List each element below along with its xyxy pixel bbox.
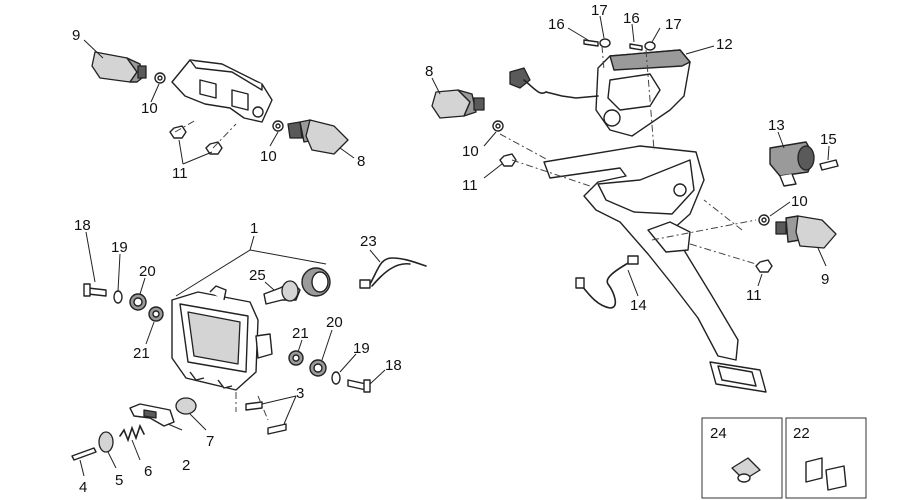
rear-indicator-right bbox=[775, 215, 837, 249]
label-2: 2 bbox=[182, 457, 190, 474]
washer-17b bbox=[644, 41, 656, 51]
label-17: 17 bbox=[665, 16, 682, 33]
spacer-21b bbox=[288, 350, 304, 366]
label-11: 11 bbox=[172, 165, 188, 182]
screw-15 bbox=[819, 159, 839, 171]
bulb-cap bbox=[301, 267, 331, 297]
label-18: 18 bbox=[385, 357, 402, 374]
front-indicator-right bbox=[287, 119, 349, 155]
license-light-13 bbox=[769, 141, 815, 187]
label-9: 9 bbox=[72, 27, 80, 44]
label-3: 3 bbox=[296, 385, 304, 402]
label-16: 16 bbox=[623, 10, 640, 27]
label-10: 10 bbox=[141, 100, 158, 117]
washer-19a bbox=[113, 290, 123, 304]
label-14: 14 bbox=[630, 297, 647, 314]
washer-10a bbox=[154, 72, 166, 84]
label-1: 1 bbox=[250, 220, 258, 237]
tail-light-12 bbox=[545, 49, 691, 137]
label-21: 21 bbox=[133, 345, 150, 362]
label-21: 21 bbox=[292, 325, 309, 342]
screws-3 bbox=[245, 401, 287, 435]
label-11: 11 bbox=[462, 177, 478, 194]
screw-4 bbox=[71, 447, 97, 461]
label-8: 8 bbox=[425, 63, 433, 80]
label-23: 23 bbox=[360, 233, 377, 250]
label-10: 10 bbox=[462, 143, 479, 160]
rear-indicator-left bbox=[431, 89, 485, 119]
plate-holder bbox=[543, 145, 767, 393]
label-25: 25 bbox=[249, 267, 266, 284]
label-5: 5 bbox=[115, 472, 123, 489]
nut-11a bbox=[169, 125, 187, 139]
screw-18a bbox=[83, 283, 107, 297]
washer-5 bbox=[98, 431, 114, 453]
washer-10b bbox=[272, 120, 284, 132]
wire-harness-14 bbox=[575, 255, 639, 309]
bulb-25 bbox=[263, 280, 301, 305]
screw-18b bbox=[347, 379, 371, 393]
nut-11b bbox=[205, 141, 223, 155]
connector-23 bbox=[359, 257, 427, 289]
nut-11c bbox=[499, 153, 517, 167]
tail-light-connector bbox=[509, 67, 547, 95]
grommet-20b bbox=[309, 359, 327, 377]
washer-19b bbox=[331, 371, 341, 385]
label-4: 4 bbox=[79, 479, 87, 496]
screw-16a bbox=[583, 39, 599, 47]
label-17: 17 bbox=[591, 2, 608, 19]
label-20: 20 bbox=[139, 263, 156, 280]
label-8: 8 bbox=[357, 153, 365, 170]
box-22 bbox=[785, 417, 867, 499]
label-20: 20 bbox=[326, 314, 343, 331]
label-19: 19 bbox=[111, 239, 128, 256]
headlight-housing bbox=[171, 285, 273, 391]
label-19: 19 bbox=[353, 340, 370, 357]
label-12: 12 bbox=[716, 36, 733, 53]
label-18: 18 bbox=[74, 217, 91, 234]
front-indicator-left bbox=[91, 51, 147, 83]
label-9: 9 bbox=[821, 271, 829, 288]
screw-16b bbox=[629, 43, 643, 51]
label-24: 24 bbox=[710, 425, 727, 442]
adjuster-bracket-2 bbox=[129, 403, 175, 427]
box-24 bbox=[701, 417, 783, 499]
label-15: 15 bbox=[820, 131, 837, 148]
washer-17a bbox=[599, 38, 611, 48]
label-10: 10 bbox=[260, 148, 277, 165]
label-7: 7 bbox=[206, 433, 214, 450]
label-10: 10 bbox=[791, 193, 808, 210]
label-6: 6 bbox=[144, 463, 152, 480]
washer-10d bbox=[758, 214, 770, 226]
front-bracket bbox=[171, 59, 273, 123]
spacer-21a bbox=[148, 306, 164, 322]
label-16: 16 bbox=[548, 16, 565, 33]
washer-10c bbox=[492, 120, 504, 132]
grommet-20a bbox=[129, 293, 147, 311]
spring-6 bbox=[119, 423, 145, 443]
label-22: 22 bbox=[793, 425, 810, 442]
label-11: 11 bbox=[746, 287, 762, 304]
label-13: 13 bbox=[768, 117, 785, 134]
nut-11d bbox=[755, 259, 773, 273]
bushing-7 bbox=[175, 397, 197, 415]
